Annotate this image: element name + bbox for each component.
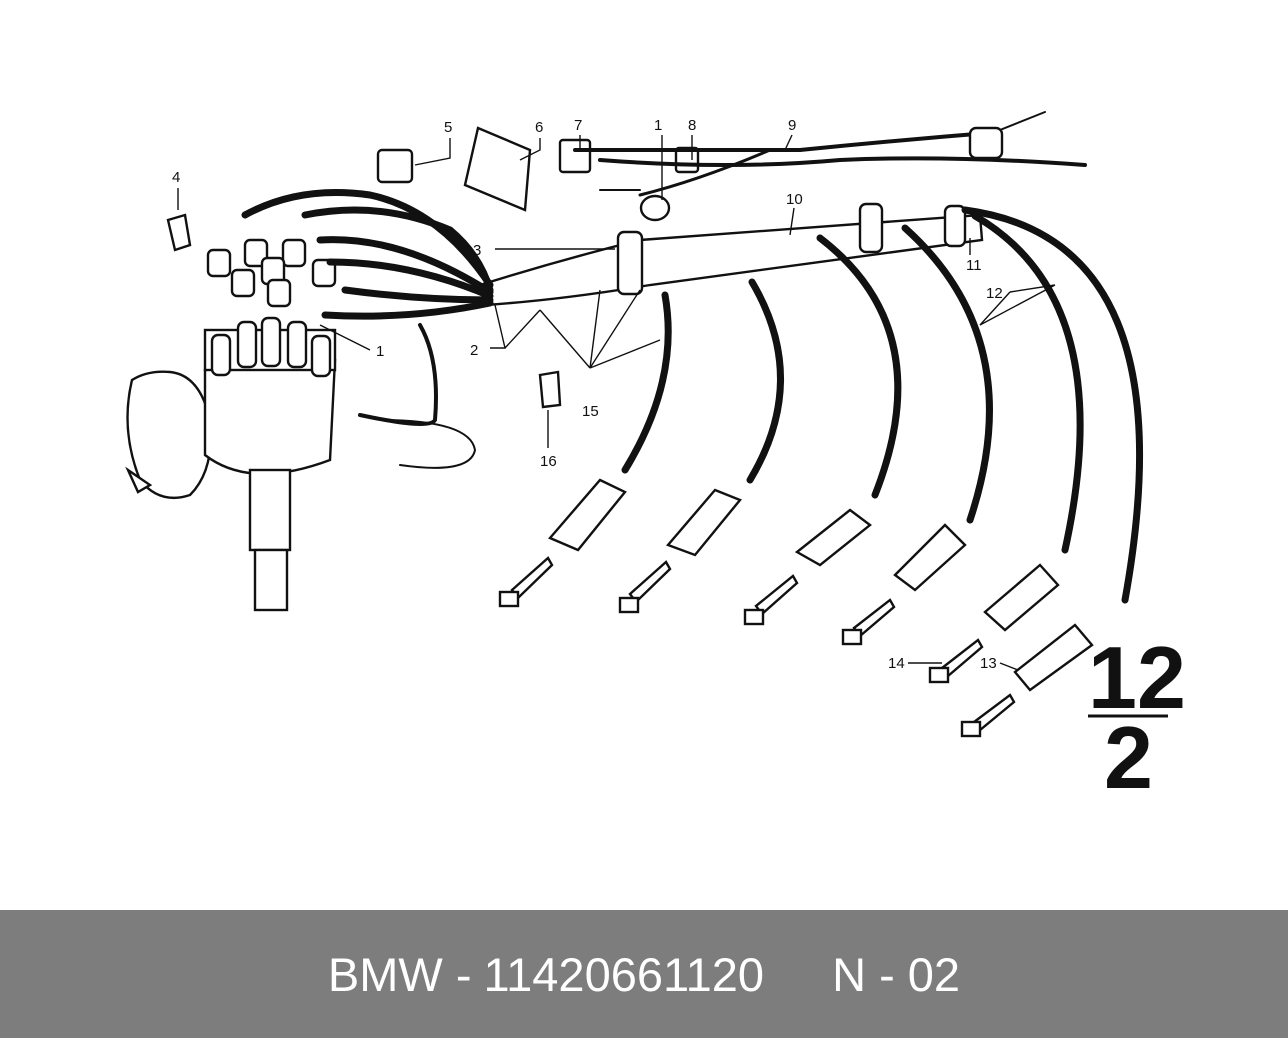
part-number-footer: BMW - 11420661120 N - 02 bbox=[0, 910, 1288, 1038]
callout-4: 4 bbox=[172, 169, 180, 186]
spark-plug-boots bbox=[548, 478, 1094, 692]
leader-lines bbox=[177, 134, 1056, 671]
part-5-connector bbox=[376, 148, 414, 184]
wire-harness-9 bbox=[573, 111, 1087, 197]
part-6-bracket bbox=[463, 126, 532, 212]
callout-16: 16 bbox=[540, 453, 557, 470]
plug-boots-cluster bbox=[206, 238, 337, 308]
callout-1-middle: 1 bbox=[376, 343, 384, 360]
callout-8: 8 bbox=[688, 117, 696, 134]
callout-9: 9 bbox=[788, 117, 796, 134]
callout-13: 13 bbox=[980, 655, 997, 672]
sheet-number: 12 2 bbox=[1088, 628, 1186, 807]
part-4-grommet bbox=[166, 213, 192, 252]
part-1-condenser bbox=[639, 194, 671, 222]
part-number: 11420661120 bbox=[483, 947, 765, 1001]
callout-14: 14 bbox=[888, 655, 905, 672]
section-code: N - 02 bbox=[832, 947, 961, 1001]
callout-15: 15 bbox=[582, 403, 599, 420]
spark-plugs bbox=[498, 556, 1016, 738]
part-7-plug bbox=[558, 138, 592, 174]
distributor bbox=[125, 316, 337, 612]
callout-1-top: 1 bbox=[654, 117, 662, 134]
sheet-denominator: 2 bbox=[1104, 708, 1153, 807]
callout-12: 12 bbox=[986, 285, 1003, 302]
callout-5: 5 bbox=[444, 119, 452, 136]
callout-6: 6 bbox=[535, 119, 543, 136]
callout-11: 11 bbox=[966, 257, 982, 274]
callout-labels: 1 2 3 4 5 6 7 1 8 9 10 11 12 13 14 15 16 bbox=[172, 117, 1003, 672]
ignition-loom-10 bbox=[478, 202, 984, 307]
part-16-clip bbox=[538, 370, 562, 409]
distributor-leads bbox=[241, 189, 494, 469]
callout-10: 10 bbox=[786, 191, 803, 208]
ignition-wiring-diagram: 1 2 3 4 5 6 7 1 8 9 10 11 12 13 14 15 16… bbox=[125, 111, 1186, 807]
brand-label: BMW - bbox=[327, 947, 472, 1001]
spark-plug-leads bbox=[621, 206, 1143, 604]
sheet-numerator: 12 bbox=[1088, 628, 1186, 727]
callout-7: 7 bbox=[574, 117, 582, 134]
callout-3: 3 bbox=[473, 242, 481, 259]
callout-2: 2 bbox=[470, 342, 478, 359]
